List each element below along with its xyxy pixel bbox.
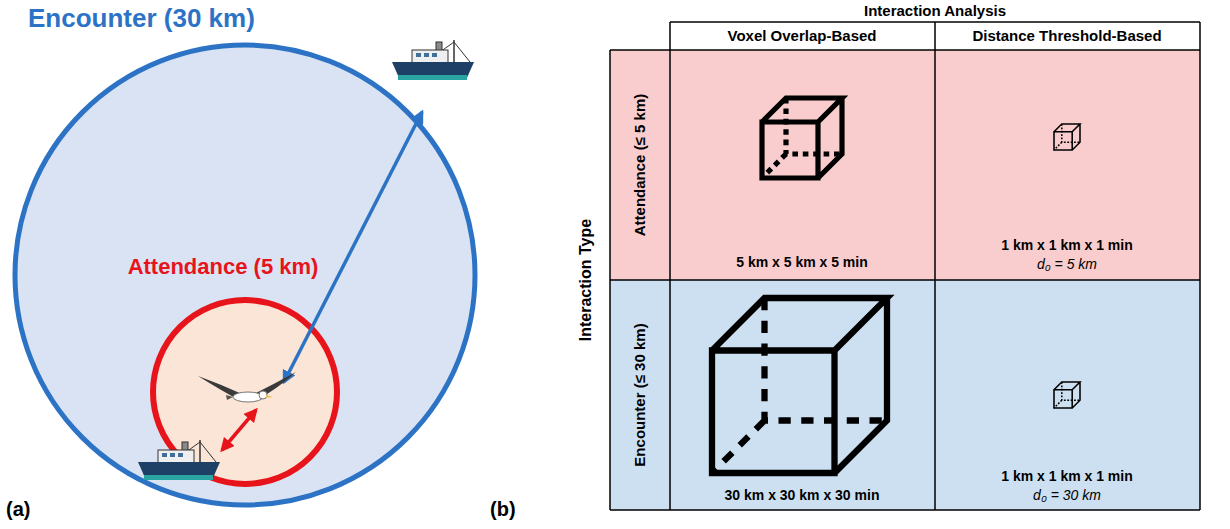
- table-grid-part: [610, 279, 1200, 281]
- fishing-vessel-part: [178, 453, 183, 457]
- zone-outline: [110, 252, 350, 492]
- panel-letter: (a): [6, 498, 30, 521]
- fishing-vessel-part: [453, 40, 455, 64]
- encounter-row: [610, 280, 1200, 510]
- voxel-size: 1 km x 1 km x 1 min: [1001, 468, 1133, 484]
- fishing-vessel-part: [432, 53, 437, 57]
- table-grid-part: [934, 22, 936, 510]
- fishing-vessel-part: [158, 450, 194, 464]
- fishing-vessel-part: [412, 50, 448, 64]
- albatross-part: [259, 391, 267, 399]
- table-grid-part: [669, 22, 671, 510]
- voxel-cube: [762, 98, 842, 178]
- fishing-vessel-part: [199, 440, 201, 464]
- column-header: Distance Threshold-Based: [972, 27, 1161, 44]
- albatross-part: [226, 395, 233, 400]
- table-title: Interaction Analysis: [864, 2, 1006, 19]
- fishing-vessel-part: [424, 53, 429, 57]
- fishing-vessel-part: [200, 442, 216, 462]
- voxel-size: 5 km x 5 km x 5 min: [736, 254, 868, 270]
- fishing-vessel-part: [392, 62, 474, 80]
- fishing-vessel-part: [398, 75, 467, 80]
- encounter-arrow: [284, 112, 422, 382]
- zone-circle: [153, 300, 337, 484]
- attendance-zone: Attendance (5 km): [110, 252, 350, 492]
- table-grid-part: [610, 49, 1200, 51]
- distance-threshold: d₀ = 5 km: [1037, 256, 1097, 272]
- fishing-vessel-part: [454, 42, 470, 62]
- panel-letter: (b): [490, 498, 516, 521]
- zone-label: Attendance (5 km): [128, 254, 319, 279]
- voxel-size: 1 km x 1 km x 1 min: [1001, 237, 1133, 253]
- voxel-cube: [712, 298, 887, 473]
- table-grid: [610, 22, 1200, 510]
- fishing-vessel-part: [170, 453, 175, 457]
- row-header: Encounter (≤ 30 km): [631, 323, 648, 466]
- column-header: Voxel Overlap-Based: [728, 27, 877, 44]
- zone-circle: [15, 45, 475, 505]
- fishing-vessel-part: [138, 462, 220, 480]
- voxel-size: 30 km x 30 km x 30 min: [725, 487, 880, 503]
- voxel-cube: [1054, 382, 1080, 408]
- fishing-vessel-part: [416, 53, 421, 57]
- table-grid-part: [610, 509, 1200, 511]
- zone-label: Encounter (30 km): [28, 4, 255, 34]
- voxel-cube: [1054, 124, 1080, 150]
- fishing-vessel-part: [144, 475, 213, 480]
- attendance-row: [610, 50, 1200, 280]
- fishing-vessel: [138, 440, 220, 480]
- table-grid-part: [609, 50, 611, 510]
- axis-title: Interaction Type: [577, 219, 595, 341]
- albatross: [198, 372, 296, 402]
- albatross-part: [266, 395, 273, 398]
- fishing-vessel: [392, 40, 474, 80]
- table-grid-part: [1199, 22, 1201, 510]
- albatross-part: [233, 392, 263, 402]
- distance-threshold: d₀ = 30 km: [1033, 487, 1101, 503]
- fishing-vessel-part: [162, 453, 167, 457]
- row-header: Attendance (≤ 5 km): [631, 94, 648, 236]
- attendance-arrow: [222, 410, 256, 450]
- albatross-part: [198, 372, 296, 401]
